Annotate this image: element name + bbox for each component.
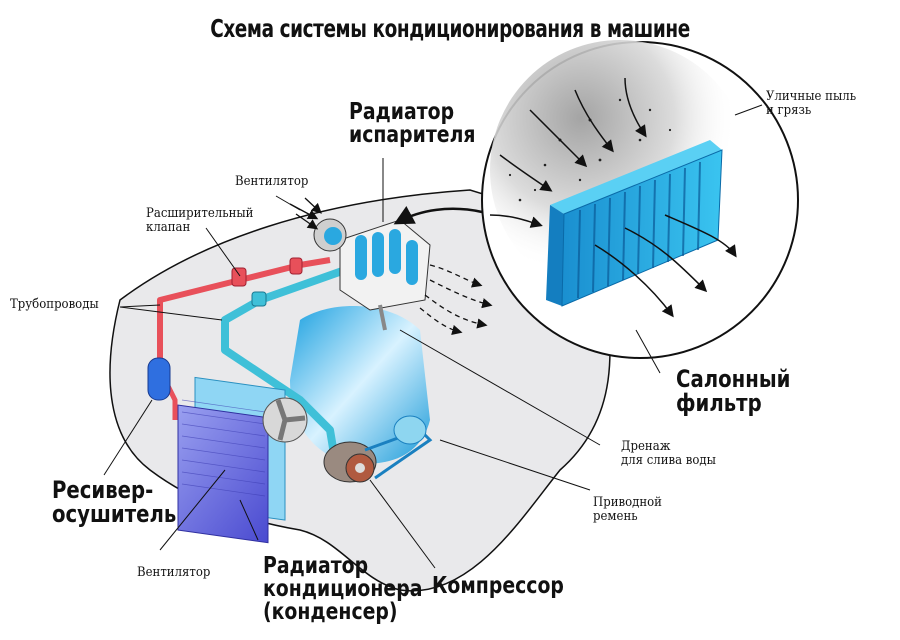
expansion-valve-2	[289, 257, 303, 275]
expansion-valve	[231, 267, 247, 287]
label-cabin-filter: Салонный фильтр	[676, 365, 791, 417]
cool-air-arrows	[419, 264, 493, 336]
label-expansion-valve: Расширительный клапан	[146, 206, 254, 235]
label-receiver-dryer: Ресивер- осушитель	[52, 476, 177, 528]
label-fan-bottom: Вентилятор	[137, 565, 211, 580]
compressor	[323, 441, 377, 483]
condenser-fins	[181, 399, 266, 497]
blower-fan	[313, 218, 347, 252]
engine-pulley	[393, 415, 427, 445]
zoom-connector-arrow	[393, 206, 483, 225]
dirty-air-arrows	[489, 77, 647, 228]
label-condenser: Радиатор кондиционера (конденсер)	[263, 553, 423, 625]
leader-lines	[103, 104, 763, 569]
label-evaporator: Радиатор испарителя	[349, 99, 476, 148]
receiver-dryer-canister	[147, 357, 171, 401]
clean-air-arrows	[594, 214, 737, 318]
label-drive-belt: Приводной ремень	[593, 495, 662, 524]
label-fan-top: Вентилятор	[235, 174, 309, 189]
label-pipes: Трубопроводы	[10, 297, 99, 312]
label-compressor: Компрессор	[432, 573, 564, 599]
diagram-title: Схема системы кондиционирования в машине	[210, 14, 690, 43]
condenser	[177, 404, 269, 544]
valve-fitting	[251, 291, 267, 307]
label-drain: Дренаж для слива воды	[621, 439, 716, 468]
label-street-dust: Уличные пыль и грязь	[766, 89, 857, 118]
